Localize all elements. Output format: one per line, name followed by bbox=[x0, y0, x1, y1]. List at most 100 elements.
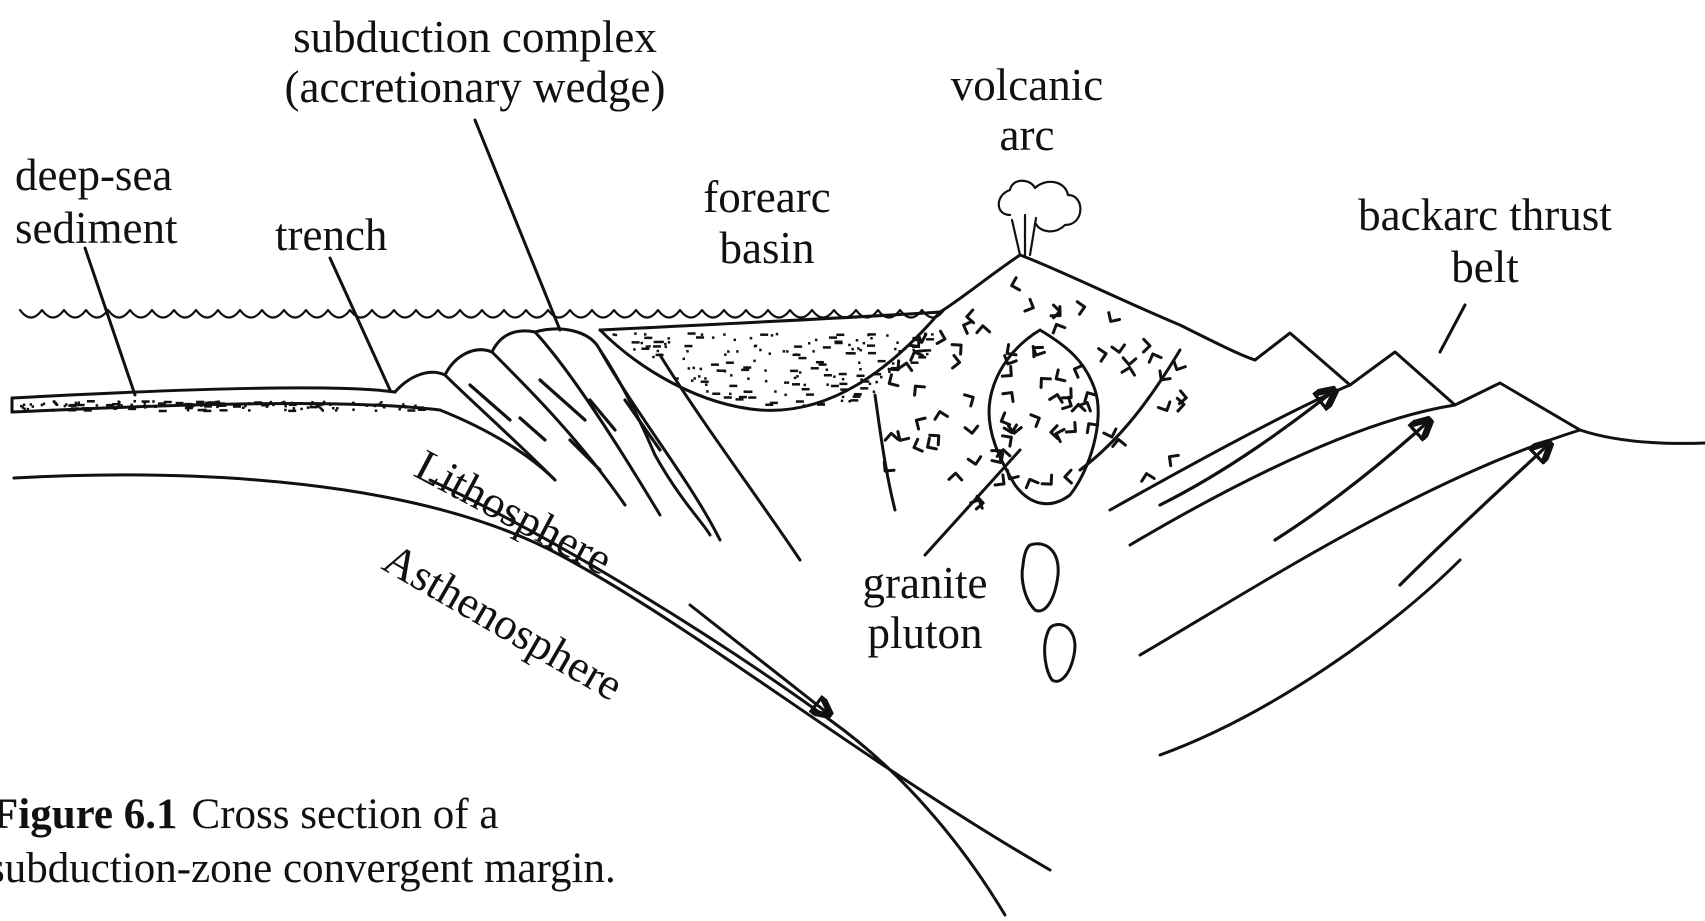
stipple-mark bbox=[310, 403, 313, 406]
stipple-mark bbox=[711, 363, 719, 366]
rock-mark bbox=[928, 438, 939, 449]
stipple-mark bbox=[795, 353, 798, 356]
rock-mark bbox=[1123, 352, 1136, 365]
stipple-mark bbox=[706, 390, 709, 393]
stipple-mark bbox=[894, 348, 897, 351]
stipple-mark bbox=[834, 340, 842, 343]
stipple-mark bbox=[187, 409, 190, 412]
stipple-mark bbox=[196, 401, 204, 404]
rock-mark bbox=[947, 355, 960, 368]
stipple-mark bbox=[220, 409, 228, 412]
stipple-mark bbox=[774, 390, 777, 393]
stipple-mark bbox=[77, 404, 85, 407]
rock-mark bbox=[1053, 324, 1065, 336]
stipple-mark bbox=[867, 344, 875, 347]
subduction-complex-label-2: (accretionary wedge) bbox=[284, 62, 665, 112]
stipple-mark bbox=[109, 404, 112, 407]
stipple-mark bbox=[288, 410, 296, 413]
sea-surface bbox=[20, 310, 944, 318]
stipple-mark bbox=[888, 371, 891, 374]
arc-crust-left bbox=[875, 395, 895, 510]
stipple-mark bbox=[798, 357, 806, 360]
stipple-mark bbox=[644, 337, 652, 340]
stipple-mark bbox=[693, 377, 696, 380]
rock-mark bbox=[1142, 474, 1154, 486]
stipple-mark bbox=[196, 404, 199, 407]
rock-mark bbox=[1042, 475, 1051, 484]
stipple-mark bbox=[705, 383, 708, 386]
stipple-mark bbox=[831, 385, 839, 388]
stipple-mark bbox=[739, 396, 747, 399]
rock-mark bbox=[952, 345, 961, 354]
stipple-mark bbox=[336, 407, 339, 410]
stipple-mark bbox=[857, 347, 860, 350]
rock-mark bbox=[1022, 299, 1034, 311]
stipple-mark bbox=[407, 409, 415, 412]
stipple-mark bbox=[857, 375, 865, 378]
stipple-mark bbox=[266, 405, 269, 408]
stipple-mark bbox=[787, 381, 790, 384]
figure-caption-line-2: subduction-zone convergent margin. bbox=[0, 845, 616, 892]
stipple-mark bbox=[783, 350, 786, 353]
stipple-mark bbox=[724, 396, 732, 399]
backarc-profile bbox=[1255, 333, 1705, 443]
stipple-mark bbox=[654, 341, 662, 344]
backarc-fault-2 bbox=[1130, 405, 1455, 545]
stipple-mark bbox=[873, 373, 881, 376]
stipple-mark bbox=[700, 368, 703, 371]
stipple-mark bbox=[307, 406, 310, 409]
stipple-mark bbox=[248, 402, 251, 405]
stipple-mark bbox=[880, 376, 883, 379]
stipple-mark bbox=[661, 341, 664, 344]
stipple-mark bbox=[71, 407, 79, 410]
granite-pluton-small-2 bbox=[1045, 625, 1075, 682]
rock-mark bbox=[1112, 340, 1125, 353]
rock-mark bbox=[962, 395, 973, 406]
stipple-mark bbox=[21, 406, 24, 409]
rock-mark bbox=[965, 421, 978, 434]
rock-mark bbox=[1169, 455, 1179, 465]
rock-mark bbox=[889, 375, 900, 386]
stipple-mark bbox=[848, 344, 851, 347]
rock-mark bbox=[929, 435, 938, 444]
stipple-mark bbox=[750, 337, 753, 340]
stipple-mark bbox=[310, 406, 318, 409]
forearc-basin-top bbox=[600, 312, 940, 330]
stipple-mark bbox=[926, 353, 929, 356]
stipple-mark bbox=[729, 393, 732, 396]
deep-sea-label-2: sediment bbox=[15, 203, 178, 253]
stipple-mark bbox=[846, 352, 854, 355]
stipple-mark bbox=[144, 406, 147, 409]
stipple-mark bbox=[790, 370, 798, 373]
stipple-mark bbox=[653, 345, 661, 348]
stipple-mark bbox=[704, 377, 707, 380]
stipple-mark bbox=[765, 380, 768, 383]
stipple-mark bbox=[839, 373, 847, 376]
stipple-mark bbox=[96, 404, 99, 407]
rock-mark bbox=[899, 363, 912, 376]
stipple-mark bbox=[926, 338, 934, 341]
leader-subduction-complex bbox=[475, 120, 560, 330]
stipple-mark bbox=[856, 339, 859, 342]
stipple-mark bbox=[664, 343, 667, 346]
subduction-direction-arrow bbox=[690, 605, 830, 715]
stipple-mark bbox=[698, 375, 701, 378]
stipple-mark bbox=[743, 366, 751, 369]
stipple-mark bbox=[804, 384, 807, 387]
figure-caption-line-1: Figure 6.1Cross section of a bbox=[0, 791, 498, 838]
stipple-mark bbox=[868, 333, 876, 336]
stipple-mark bbox=[875, 381, 878, 384]
trench-label: trench bbox=[275, 210, 387, 260]
stipple-mark bbox=[375, 409, 378, 412]
stipple-mark bbox=[691, 379, 694, 382]
stipple-mark bbox=[744, 390, 747, 393]
rock-mark bbox=[1122, 367, 1134, 379]
stipple-mark bbox=[816, 361, 824, 364]
stipple-mark bbox=[632, 341, 640, 344]
rock-mark bbox=[916, 418, 927, 429]
caption-line1-rest: Cross section of a bbox=[192, 791, 499, 838]
stipple-mark bbox=[667, 337, 670, 340]
rock-mark bbox=[977, 326, 990, 339]
stipple-mark bbox=[736, 350, 739, 353]
stipple-mark bbox=[747, 377, 750, 380]
